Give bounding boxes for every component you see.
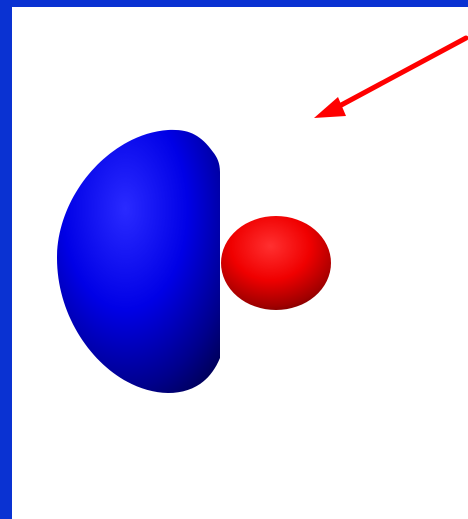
blue-lobe	[57, 130, 220, 393]
red-arrow	[314, 38, 466, 118]
red-lobe	[221, 216, 331, 310]
